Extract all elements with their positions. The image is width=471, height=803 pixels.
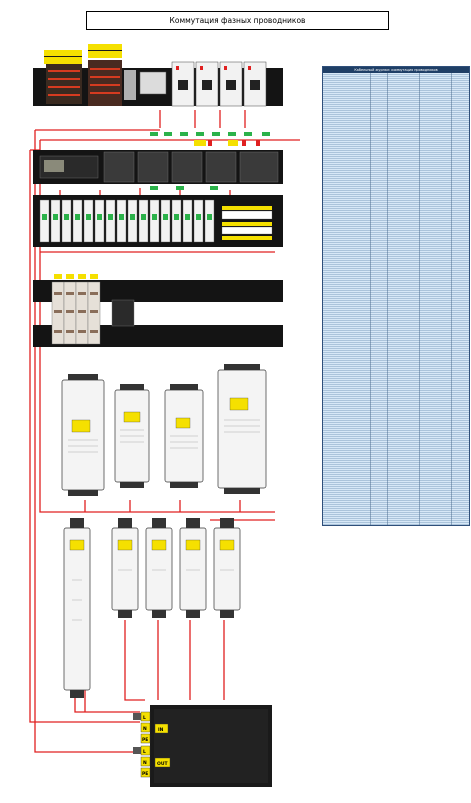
- rack-row-breakers: [33, 195, 283, 247]
- slim-power-supplies-row: [63, 518, 241, 698]
- diagram-title: Коммутация фазных проводников: [86, 11, 389, 30]
- rack-row-terminals: [33, 44, 283, 107]
- cable-journal-table: Кабельный журнал: коммутация проводников: [322, 66, 470, 526]
- power-supplies-row: [61, 364, 267, 496]
- rack-row-controllers: [33, 132, 283, 190]
- cable-table-header: Кабельный журнал: коммутация проводников: [323, 67, 469, 73]
- rack-row-terminal-rail: [33, 274, 283, 347]
- hub-out-label: OUT: [157, 761, 168, 767]
- hub-in-label: IN: [158, 727, 164, 733]
- hub-in-port-n: N: [143, 726, 147, 732]
- hub-in-port-l: L: [143, 715, 146, 721]
- hub-in-port-pe: PE: [142, 737, 148, 743]
- distribution-hub: [133, 705, 272, 787]
- hub-out-port-pe: PE: [142, 771, 148, 777]
- hub-out-port-l: L: [143, 749, 146, 755]
- cable-table-columns: [323, 73, 469, 525]
- hub-out-port-n: N: [143, 760, 147, 766]
